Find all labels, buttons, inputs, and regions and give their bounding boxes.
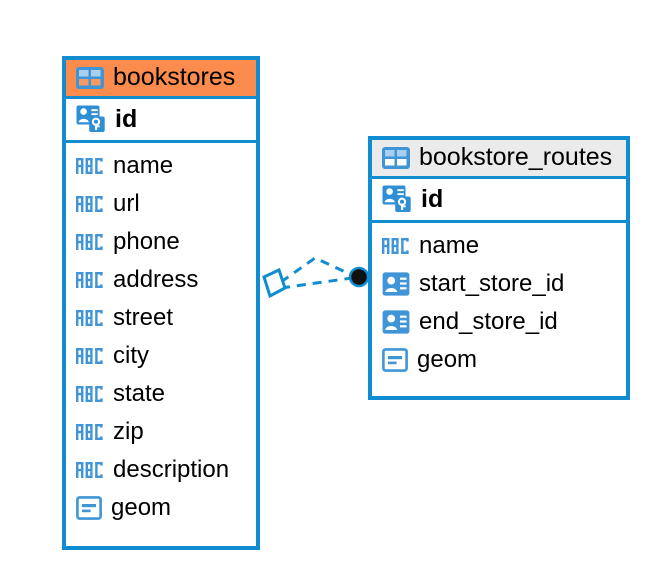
entity-bookstores-title: bookstores xyxy=(113,63,236,91)
entity-bookstores[interactable]: bookstores id xyxy=(62,56,260,550)
field-row[interactable]: name xyxy=(382,227,616,265)
abc-text-icon xyxy=(76,386,103,402)
abc-text-icon xyxy=(76,462,103,478)
abc-text-icon xyxy=(76,310,103,326)
table-icon xyxy=(382,146,410,169)
field-name: phone xyxy=(113,228,180,255)
primary-key-icon xyxy=(76,105,105,132)
field-name-id: id xyxy=(421,184,444,213)
field-row[interactable]: phone xyxy=(76,223,246,261)
abc-text-icon xyxy=(76,424,103,440)
foreign-key-icon xyxy=(382,272,410,296)
entity-bookstores-field-list: name url xyxy=(66,143,256,533)
entity-bookstores-header-rule xyxy=(66,96,256,99)
field-row[interactable]: city xyxy=(76,337,246,375)
field-name: address xyxy=(113,266,199,293)
field-row[interactable]: zip xyxy=(76,413,246,451)
relationship-line-upper xyxy=(280,256,353,284)
field-name: street xyxy=(113,304,174,331)
field-name: name xyxy=(113,152,174,179)
field-name: start_store_id xyxy=(419,270,565,297)
entity-bookstores-primary-key-row[interactable]: id xyxy=(66,99,256,140)
field-name: geom xyxy=(111,494,172,521)
field-row[interactable]: url xyxy=(76,185,246,223)
field-name: geom xyxy=(417,346,478,373)
field-row[interactable]: description xyxy=(76,451,246,489)
entity-bookstores-pk-rule xyxy=(66,140,256,143)
entity-bookstore-routes[interactable]: bookstore_routes id xyxy=(368,136,630,400)
abc-text-icon xyxy=(76,272,103,288)
field-name: description xyxy=(113,456,230,483)
relationship-source-marker xyxy=(262,267,287,299)
table-icon xyxy=(76,66,104,89)
relationship-target-marker xyxy=(348,266,370,288)
entity-bookstore-routes-title: bookstore_routes xyxy=(419,143,613,171)
relationship-line-lower xyxy=(280,276,353,290)
entity-bookstore-routes-primary-key-row[interactable]: id xyxy=(372,179,626,220)
entity-bookstore-routes-header[interactable]: bookstore_routes xyxy=(372,140,626,176)
entity-bookstore-routes-header-rule xyxy=(372,176,626,179)
entity-bookstore-routes-pk-rule xyxy=(372,220,626,223)
field-name: city xyxy=(113,342,149,369)
field-name: name xyxy=(419,232,480,259)
field-name-id: id xyxy=(115,104,138,133)
geometry-icon xyxy=(382,348,408,372)
field-row[interactable]: state xyxy=(76,375,246,413)
field-name: end_store_id xyxy=(419,308,558,335)
entity-bookstores-header[interactable]: bookstores xyxy=(66,60,256,96)
field-name: zip xyxy=(113,418,144,445)
abc-text-icon xyxy=(76,196,103,212)
field-row[interactable]: start_store_id xyxy=(382,265,616,303)
foreign-key-icon xyxy=(382,310,410,334)
entity-bookstore-routes-field-list: name start_store_id xyxy=(372,223,626,385)
geometry-icon xyxy=(76,496,102,520)
abc-text-icon xyxy=(76,348,103,364)
primary-key-icon xyxy=(382,185,411,212)
field-name: state xyxy=(113,380,166,407)
field-row[interactable]: geom xyxy=(76,489,246,527)
abc-text-icon xyxy=(76,158,103,174)
abc-text-icon xyxy=(76,234,103,250)
field-row[interactable]: geom xyxy=(382,341,616,379)
field-name: url xyxy=(113,190,140,217)
abc-text-icon xyxy=(382,238,409,254)
field-row[interactable]: address xyxy=(76,261,246,299)
field-row[interactable]: street xyxy=(76,299,246,337)
field-row[interactable]: name xyxy=(76,147,246,185)
field-row[interactable]: end_store_id xyxy=(382,303,616,341)
